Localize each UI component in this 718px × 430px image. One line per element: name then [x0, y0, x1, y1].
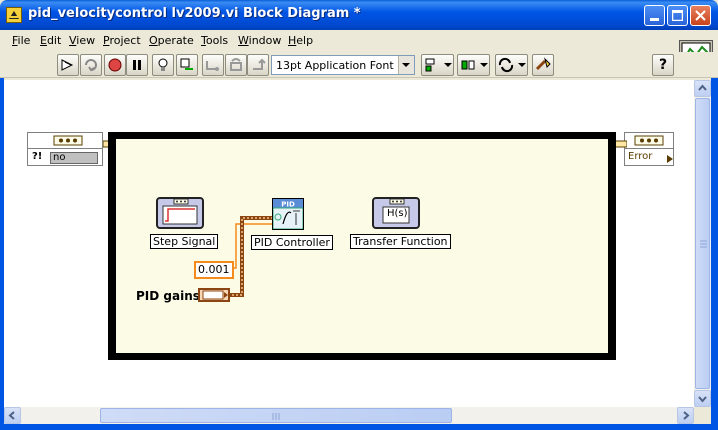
menu-file[interactable]: File	[12, 34, 31, 47]
align-objects-dropdown[interactable]	[421, 54, 454, 76]
error-wire-right	[605, 140, 627, 148]
minimize-button[interactable]	[644, 5, 665, 26]
distribute-objects-dropdown[interactable]	[457, 54, 490, 76]
labview-vi-icon	[6, 7, 22, 23]
error-status-field[interactable]: no	[50, 152, 98, 164]
scroll-left-icon[interactable]	[4, 407, 21, 424]
menu-view[interactable]: View	[69, 34, 96, 47]
menu-window[interactable]: Window	[238, 34, 282, 47]
run-continuously-icon[interactable]	[80, 54, 102, 76]
menu-project[interactable]: Project	[103, 34, 141, 47]
retain-wire-values-icon[interactable]	[176, 54, 198, 76]
context-help-button[interactable]: ?	[652, 54, 674, 76]
chevron-down-icon	[398, 56, 414, 74]
pid-controller-label: PID Controller	[251, 235, 333, 250]
step-signal-label: Step Signal	[150, 234, 219, 249]
error-in-cluster[interactable]: ?! no	[27, 132, 103, 166]
horizontal-scrollbar[interactable]	[4, 407, 694, 424]
title-bar[interactable]: pid_velocitycontrol lv2009.vi Block Diag…	[0, 0, 718, 30]
run-arrow-icon[interactable]	[57, 54, 79, 76]
menu-edit[interactable]: Edit	[40, 34, 62, 47]
step-signal-icon[interactable]	[156, 197, 204, 229]
window-frame-bottom	[0, 424, 718, 430]
menu-tools[interactable]: Tools	[201, 34, 229, 47]
menu-operate[interactable]: Operate	[149, 34, 194, 47]
horizontal-scroll-thumb[interactable]	[100, 408, 452, 423]
menu-help[interactable]: Help	[288, 34, 314, 47]
error-cluster-header	[625, 133, 673, 149]
window-frame-left	[0, 30, 4, 430]
error-status-indicator: ?!	[32, 151, 43, 162]
error-out-cluster[interactable]: Error	[624, 132, 674, 166]
triangle-right-icon	[667, 155, 673, 163]
maximize-button[interactable]	[667, 5, 688, 26]
reorder-dropdown[interactable]	[495, 54, 528, 76]
pause-icon[interactable]	[126, 54, 148, 76]
abort-icon[interactable]	[104, 54, 126, 76]
menu-bar: File Edit View Project Operate Tools Win…	[0, 30, 718, 52]
font-select-value: 13pt Application Font	[276, 59, 394, 72]
window-frame-right	[711, 30, 718, 430]
pid-gains-terminal[interactable]	[198, 288, 230, 302]
scroll-right-icon[interactable]	[677, 407, 694, 424]
scrollbar-corner	[694, 407, 711, 424]
highlight-execution-icon[interactable]	[152, 54, 174, 76]
error-cluster-header	[28, 133, 102, 149]
pid-icon-text: PID	[281, 201, 295, 209]
scroll-up-icon[interactable]	[694, 80, 711, 97]
window-title: pid_velocitycontrol lv2009.vi Block Diag…	[28, 6, 361, 21]
pid-gains-label: PID gains	[136, 289, 200, 303]
step-into-icon[interactable]	[202, 54, 224, 76]
vertical-scrollbar[interactable]	[694, 80, 711, 407]
scroll-down-icon[interactable]	[694, 390, 711, 407]
numeric-constant[interactable]: 0.001	[194, 261, 234, 279]
pid-controller-icon[interactable]: PID	[272, 198, 304, 230]
vertical-scroll-thumb[interactable]	[695, 98, 710, 389]
error-out-label: Error	[628, 151, 653, 162]
transfer-function-label: Transfer Function	[350, 234, 451, 249]
font-select-dropdown[interactable]: 13pt Application Font	[271, 55, 415, 75]
close-button[interactable]	[690, 5, 711, 26]
transfer-function-icon[interactable]: H(s)	[372, 197, 420, 229]
step-over-icon[interactable]	[225, 54, 247, 76]
pid-wires	[228, 216, 272, 297]
step-out-icon[interactable]	[247, 54, 269, 76]
clean-up-diagram-icon[interactable]	[532, 54, 554, 76]
